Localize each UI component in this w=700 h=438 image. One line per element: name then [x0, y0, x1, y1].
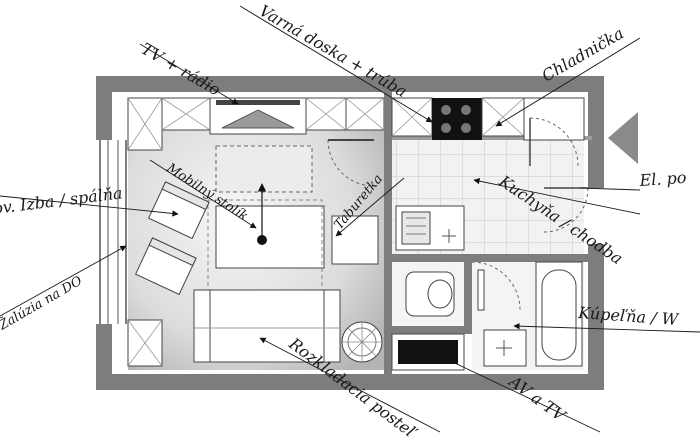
armchairs [134, 181, 210, 296]
storage-closet [391, 333, 465, 371]
entry-arrow-icon [608, 112, 638, 164]
mobile-table [207, 145, 325, 291]
pouf [341, 321, 383, 363]
fridge [523, 97, 585, 167]
tv-unit [161, 97, 385, 135]
bathroom [392, 261, 584, 370]
kitchen-counter [391, 97, 525, 140]
sofa-bed [193, 289, 341, 363]
leader-lines [0, 5, 700, 433]
sink-unit [395, 205, 465, 251]
stool [331, 215, 379, 265]
room-door [327, 139, 375, 187]
partition-walls [384, 92, 592, 374]
label-el-po: El. po [638, 168, 687, 190]
left-wardrobe [127, 97, 163, 367]
left-window [96, 140, 128, 324]
label-blind: Žalúzia na DO [0, 273, 85, 334]
